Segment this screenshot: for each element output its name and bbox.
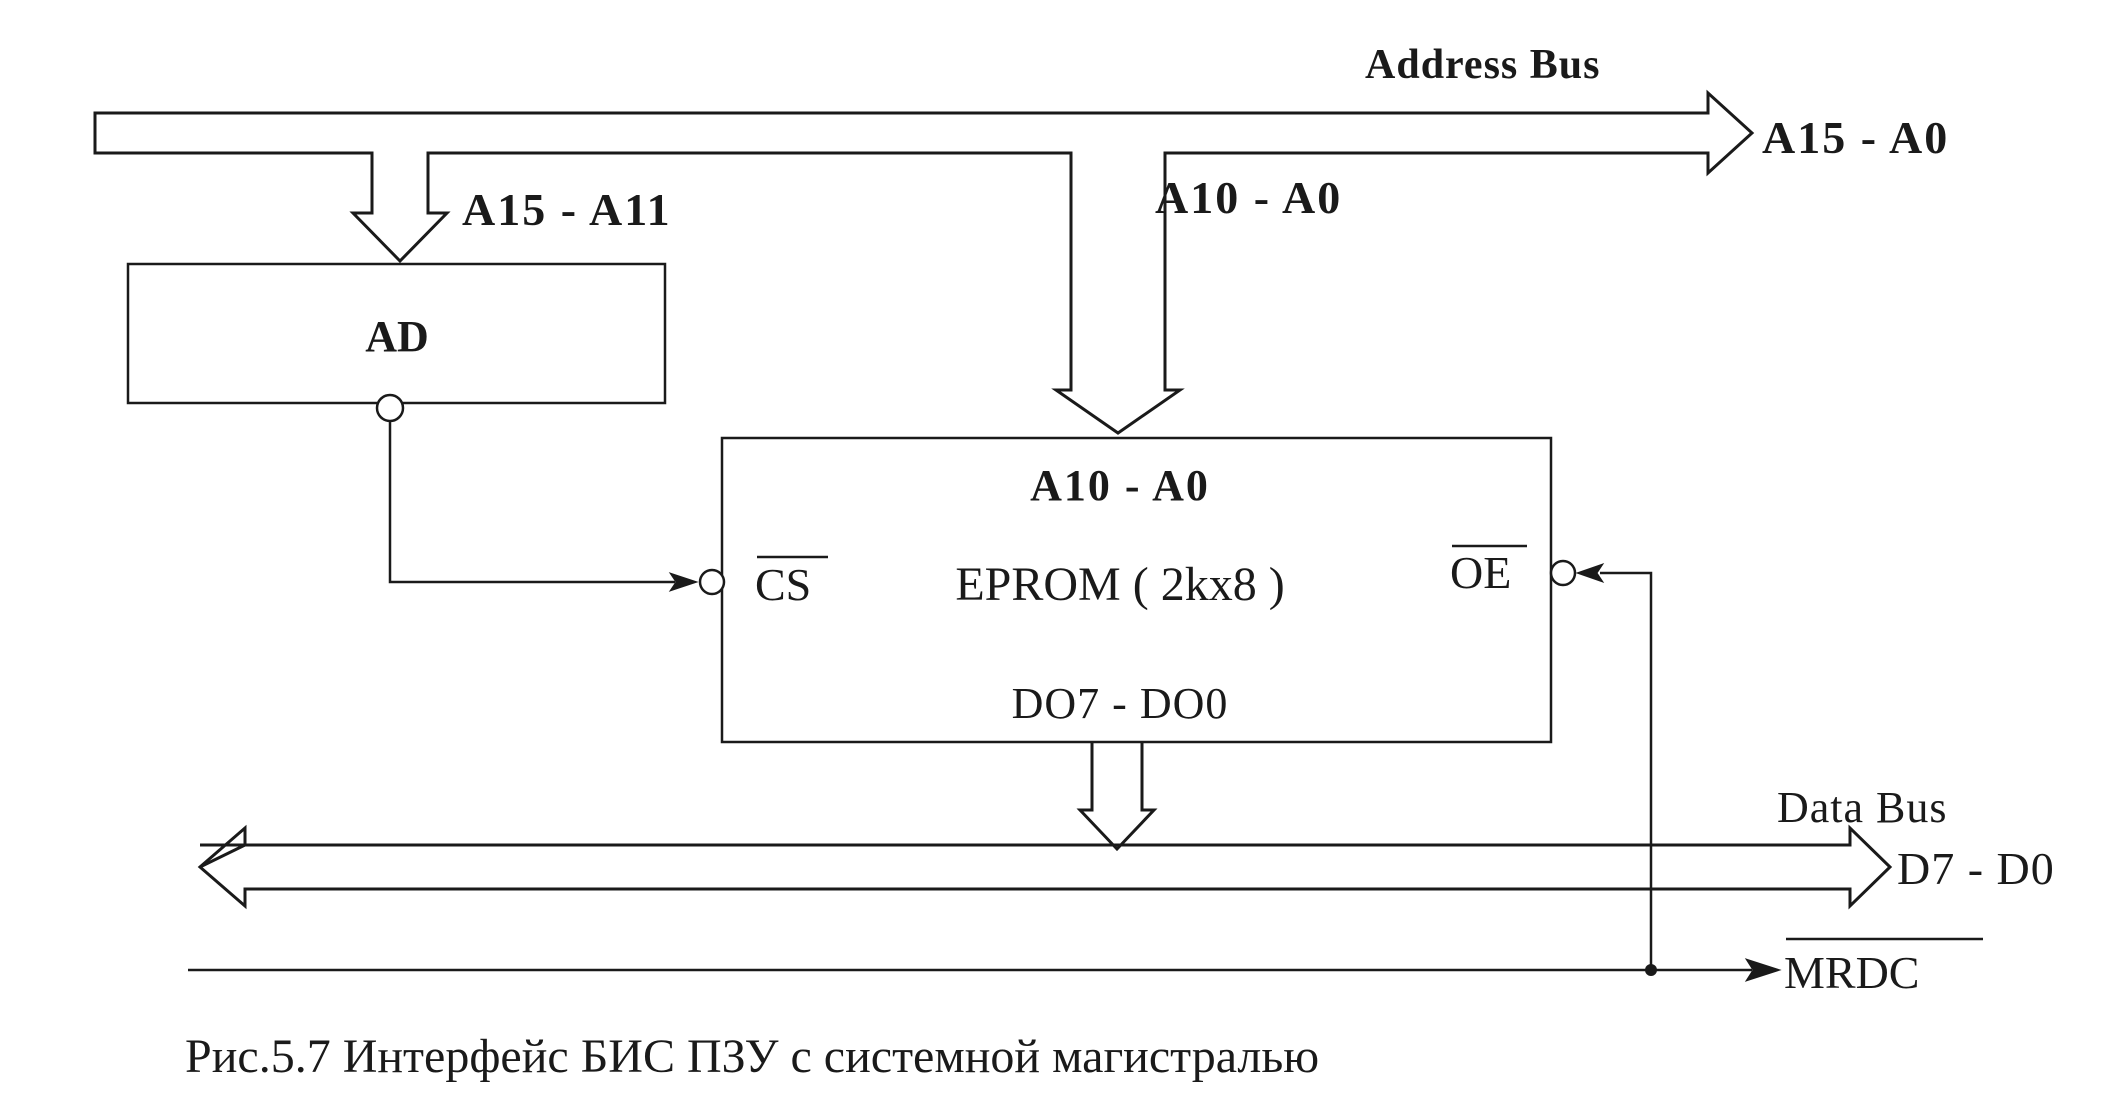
decoder-to-cs-wire: [388, 421, 675, 584]
decoder-address-label: A15 - A11: [462, 184, 672, 235]
address-bus: [93, 89, 1755, 435]
eprom-data-output-arrow: [1076, 742, 1158, 852]
decoder-output-bubble: [375, 393, 405, 423]
oe-input-bubble: [1549, 559, 1577, 587]
data-bus-left-head: [199, 843, 246, 869]
mrdc-label: MRDC: [1784, 947, 1919, 998]
mrdc-arrow-icon: [1744, 958, 1782, 982]
cs-label: CS: [755, 559, 811, 610]
data-bus-title: Data Bus: [1777, 783, 1948, 832]
figure-caption: Рис.5.7 Интерфейс БИС ПЗУ с системной ма…: [185, 1030, 1319, 1083]
eprom-data-label: DO7 - DO0: [1012, 679, 1229, 728]
address-bus-full-label: A15 - A0: [1762, 112, 1949, 163]
mrdc-to-oe-wire: [1600, 571, 1653, 970]
eprom-name: EPROM ( 2kx8 ): [955, 558, 1284, 611]
data-bus: [197, 824, 1893, 910]
oe-arrow-icon: [1575, 563, 1605, 583]
rom-address-label: A10 - A0: [1155, 172, 1342, 223]
decoder-label: AD: [365, 312, 429, 361]
oe-label: OE: [1450, 547, 1511, 598]
address-bus-title: Address Bus: [1365, 42, 1600, 88]
eprom-block: [720, 436, 1553, 744]
cs-input-bubble: [698, 568, 726, 596]
eprom-address-label: A10 - A0: [1030, 461, 1210, 510]
cs-arrow-icon: [668, 572, 699, 592]
data-bus-full-label: D7 - D0: [1897, 843, 2055, 894]
